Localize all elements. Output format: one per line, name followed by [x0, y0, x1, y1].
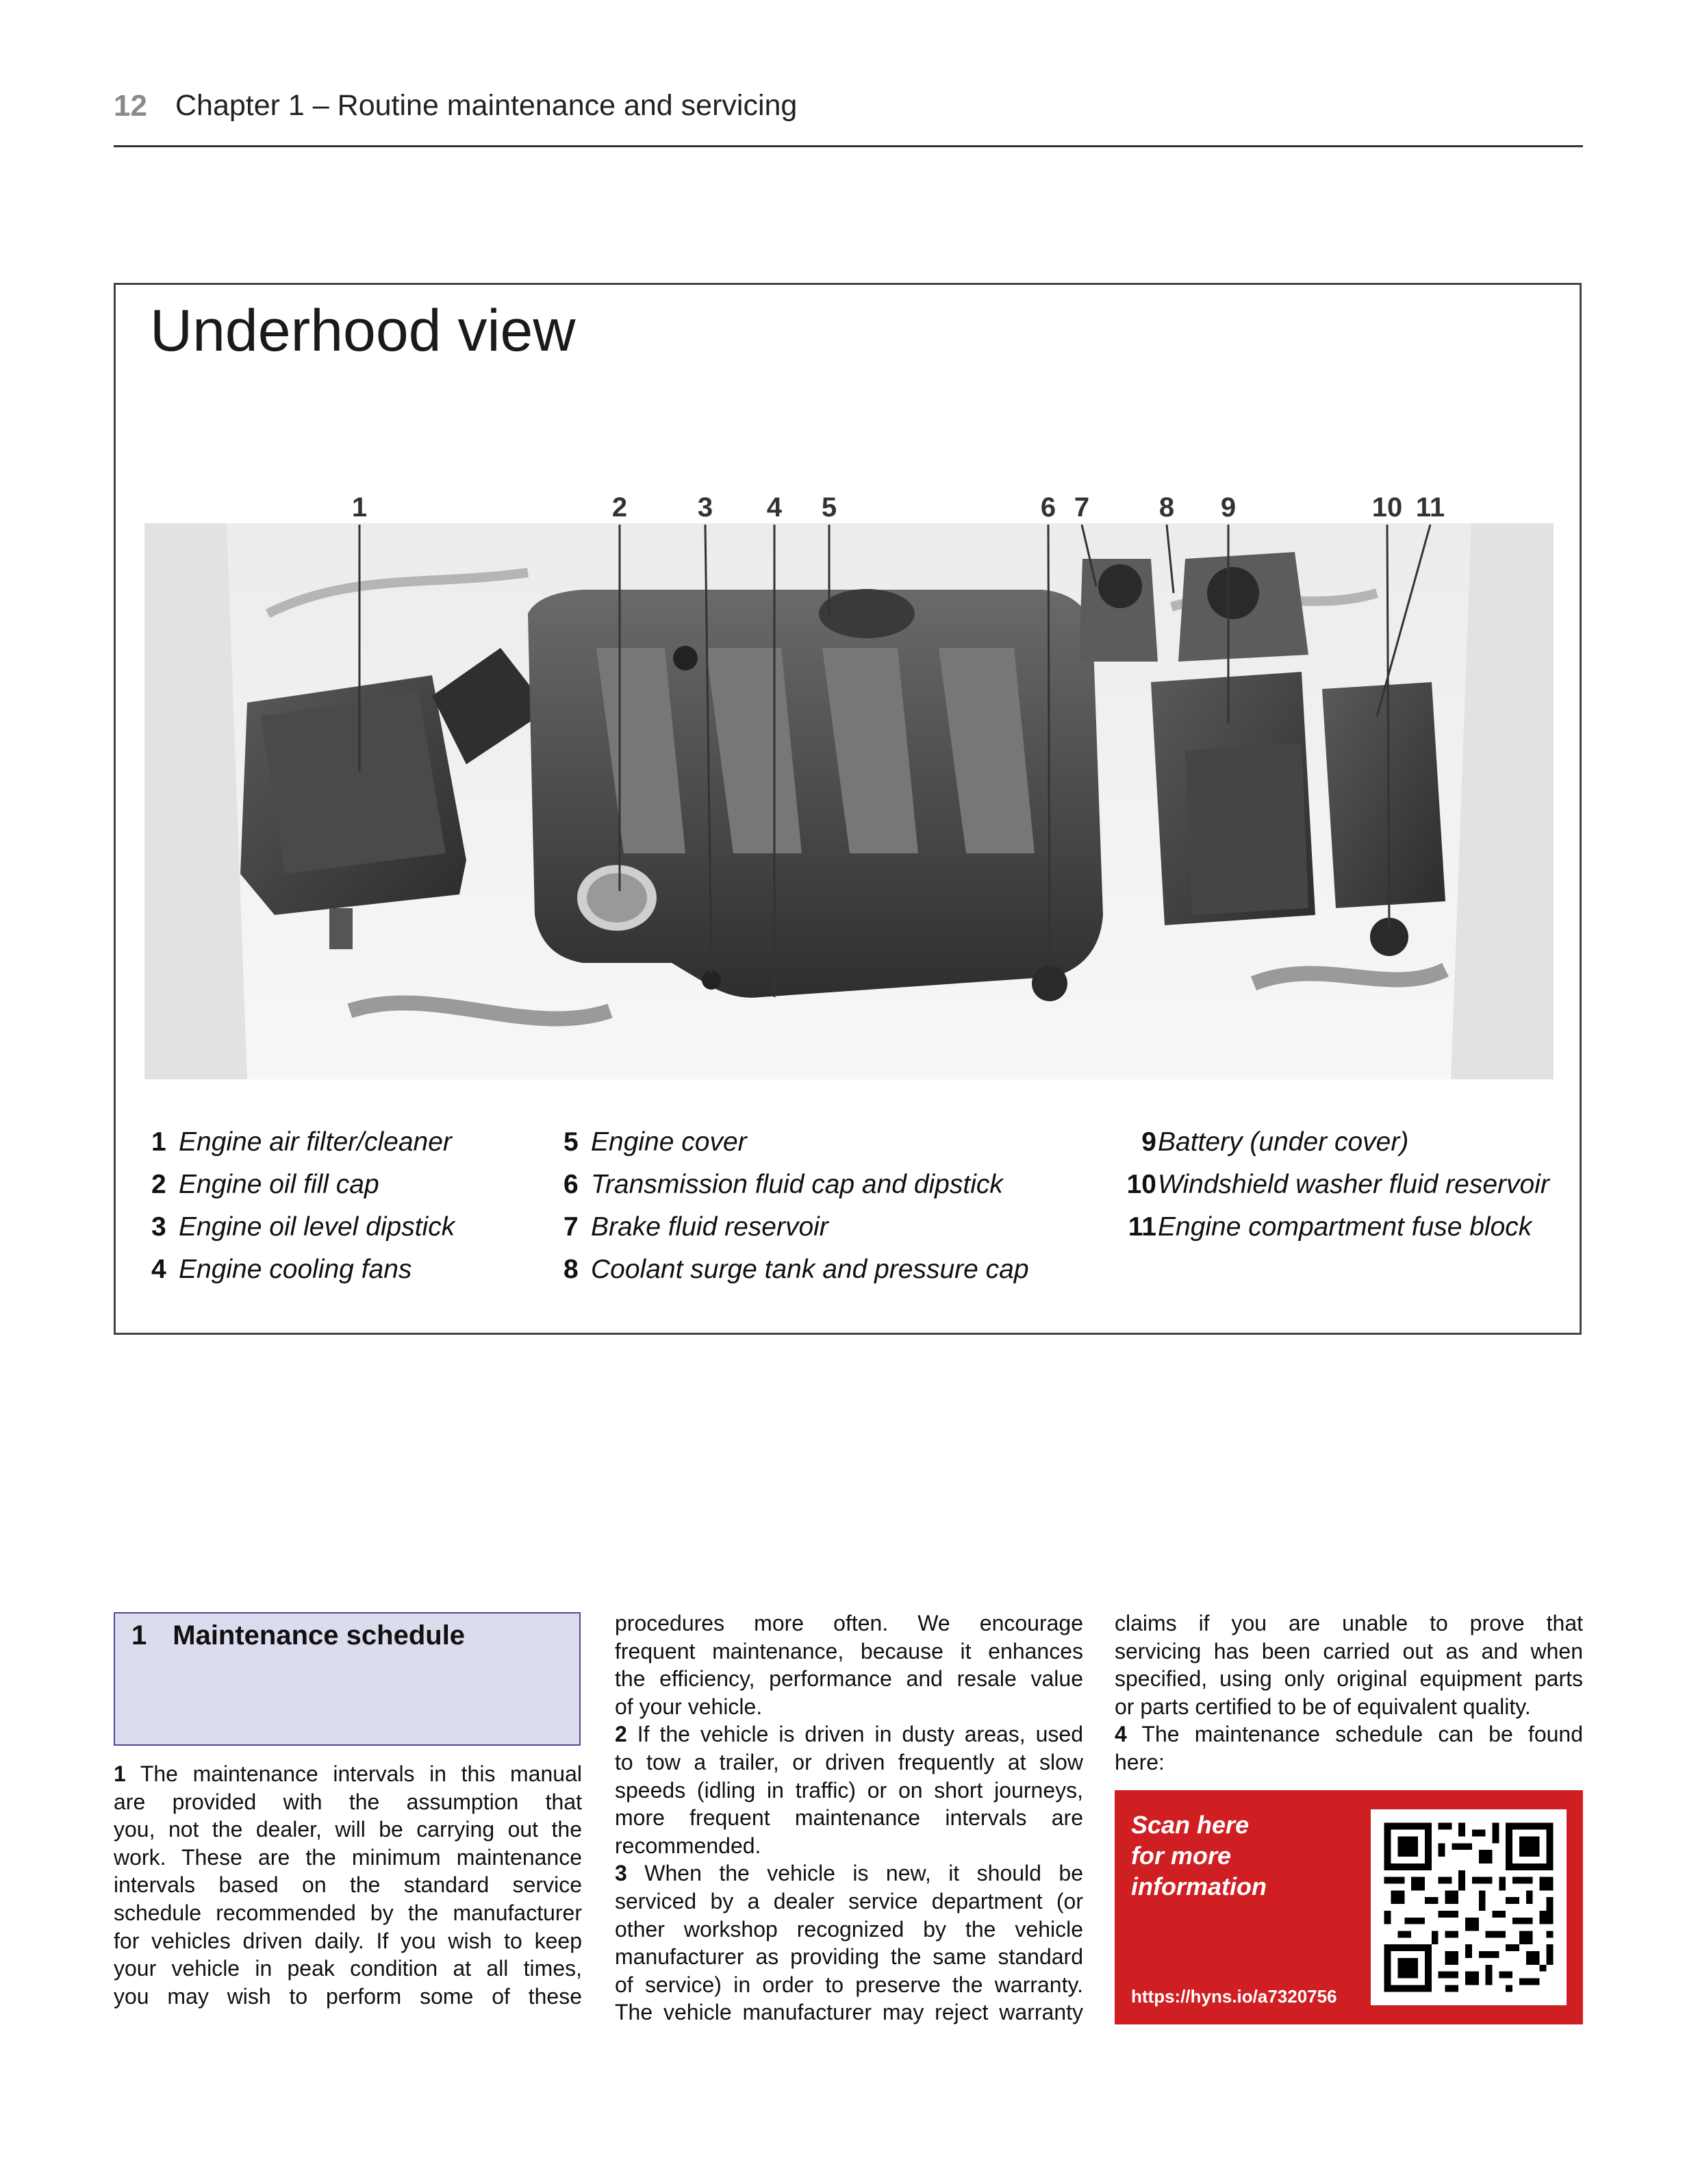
paragraph-1-line: you, not the dealer, will be carrying ou…	[114, 1817, 582, 1842]
legend-item: 11Engine compartment fuse block	[1128, 1212, 1532, 1242]
callout-leaders	[358, 524, 1432, 997]
paragraph-3-line: manufacturer as providing the same stand…	[615, 1944, 1083, 1970]
paragraph-3-line: The vehicle manufacturer may reject warr…	[615, 2000, 1083, 2025]
underhood-figure: Underhood view	[114, 283, 1582, 1335]
paragraph-3-line: serviced by a dealer service department …	[615, 1888, 1083, 1913]
paragraph-2-line: more frequent maintenance intervals are	[615, 1805, 1083, 1831]
paragraph-1-line: intervals based on the standard service	[114, 1872, 582, 1898]
paragraph-2-line: 2 If the vehicle is driven in dusty area…	[615, 1722, 1084, 1747]
engine-bay-illustration: 1 2 3 4 5 6 7 8 9 10 11	[144, 492, 1554, 1079]
callout-3: 3	[698, 492, 713, 523]
legend-item: 9Battery (under cover)	[1141, 1127, 1409, 1157]
legend-column-3: 9Battery (under cover) 10Windshield wash…	[1117, 1127, 1549, 1255]
paragraph-3-cont-line: or parts certified to be of equivalent q…	[1115, 1694, 1531, 1719]
paragraph-1-cont-line: frequent maintenance, because it enhance…	[615, 1638, 1083, 1664]
paragraph-1-line: schedule recommended by the manufacturer	[114, 1900, 582, 1925]
callout-numbers: 1 2 3 4 5 6 7 8 9 10 11	[352, 492, 1445, 523]
paragraph-1-line: 1 The maintenance intervals in this manu…	[114, 1761, 583, 1786]
page-number: 12	[114, 89, 147, 123]
callout-4: 4	[767, 492, 783, 523]
scan-info-box[interactable]: Scan here for more information https://h…	[1115, 1790, 1583, 2024]
paragraph-1-line: are provided with the assumption that	[114, 1789, 582, 1814]
paragraph-3-line: 3 When the vehicle is new, it should be	[615, 1861, 1084, 1886]
callout-6: 6	[1041, 492, 1056, 523]
legend-item: 10Windshield washer fluid reservoir	[1126, 1170, 1549, 1199]
paragraph-3-line: other workshop recognized by the vehicle	[615, 1916, 1083, 1942]
paragraph-1-line: work. These are the minimum maintenance	[114, 1844, 582, 1870]
paragraph-2-line: to tow a trailer, or driven frequently a…	[615, 1749, 1083, 1774]
paragraph-4-line: here:	[1115, 1749, 1165, 1774]
paragraph-1-line: you may wish to perform some of these	[114, 1983, 582, 2009]
paragraph-3-cont-line: specified, using only original equipment…	[1115, 1666, 1583, 1692]
paragraph-3-cont-line: servicing has been carried out as and wh…	[1115, 1638, 1583, 1664]
figure-title: Underhood view	[150, 298, 576, 364]
callout-10: 10	[1372, 492, 1403, 523]
callout-1: 1	[352, 492, 367, 523]
text-column-2: procedures more often. We encourage freq…	[615, 1609, 1083, 2026]
paragraph-1-cont-line: procedures more often. We encourage	[615, 1611, 1083, 1635]
paragraph-2-line: recommended.	[615, 1833, 761, 1858]
text-column-1: 1 The maintenance intervals in this manu…	[114, 1760, 582, 2010]
callout-8: 8	[1159, 492, 1174, 523]
scan-info-url[interactable]: https://hyns.io/a7320756	[1131, 1986, 1337, 2007]
paragraph-1-cont-line: the efficiency, performance and resale v…	[615, 1666, 1083, 1692]
paragraph-1-line: your vehicle in peak condition at all ti…	[114, 1956, 582, 1981]
paragraph-4-line: 4 The maintenance schedule can be found	[1115, 1722, 1584, 1747]
text-column-3: claims if you are unable to prove that s…	[1115, 1609, 1583, 1777]
qr-code-icon[interactable]	[1371, 1809, 1567, 2005]
paragraph-3-cont-line: claims if you are unable to prove that	[1115, 1611, 1583, 1635]
engine-bay-photo	[144, 523, 1554, 1079]
callout-2: 2	[612, 492, 627, 523]
scan-info-text: Scan here for more information	[1131, 1811, 1267, 1900]
paragraph-1-cont-line: of your vehicle.	[615, 1694, 763, 1719]
callout-5: 5	[822, 492, 837, 523]
callout-11: 11	[1416, 492, 1445, 523]
paragraph-1-line: for vehicles driven daily. If you wish t…	[114, 1928, 582, 1953]
callout-7: 7	[1074, 492, 1089, 523]
chapter-title: Chapter 1 – Routine maintenance and serv…	[175, 89, 798, 122]
paragraph-2-line: speeds (idling in traffic) or on short j…	[615, 1777, 1083, 1803]
page-header: 12 Chapter 1 – Routine maintenance and s…	[114, 88, 1583, 147]
paragraph-3-line: of service) in order to preserve the war…	[615, 1972, 1083, 1997]
callout-9: 9	[1221, 492, 1236, 523]
